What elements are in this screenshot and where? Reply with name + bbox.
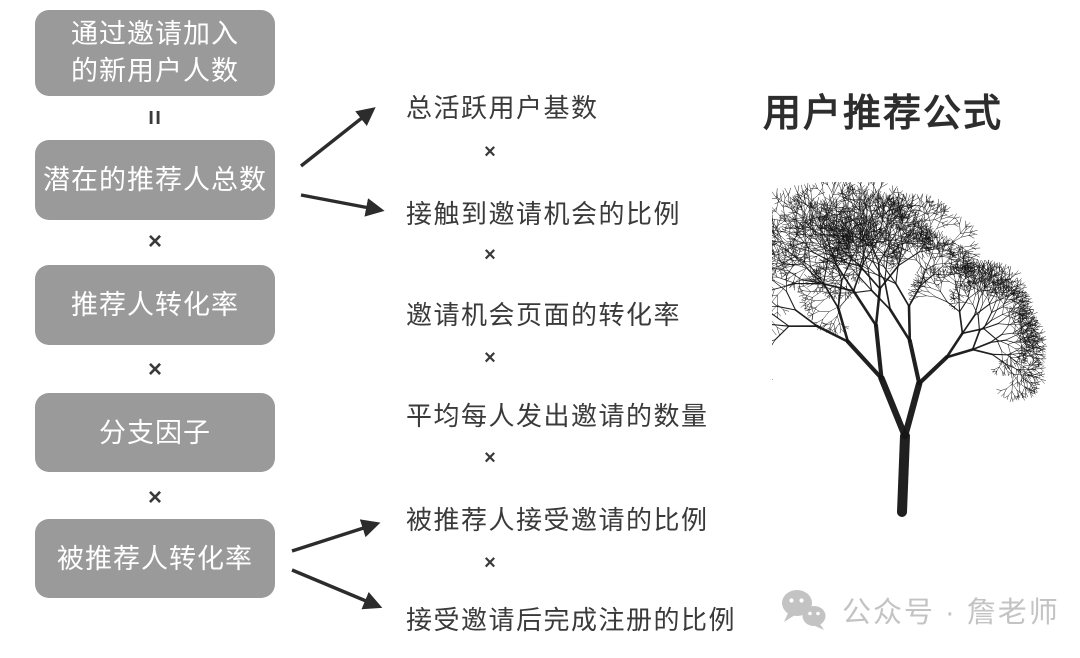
bare-tree-graphic: [772, 182, 1048, 517]
arrow-to-active-user-base: [299, 107, 376, 168]
expansion-item-exposure-ratio: 接触到邀请机会的比例: [406, 199, 682, 229]
multiply-operator: ×: [484, 347, 496, 369]
factor-box-referee-conversion: 被推荐人转化率: [35, 519, 275, 598]
multiply-operator: ×: [484, 552, 496, 574]
multiply-operator: ×: [147, 356, 162, 383]
factor-box-potential-referrers: 潜在的推荐人总数: [35, 140, 275, 220]
watermark-text: 公众号 · 詹老师: [842, 597, 1060, 629]
diagram-title: 用户推荐公式: [763, 93, 1004, 135]
expansion-item-avg-invites-sent: 平均每人发出邀请的数量: [406, 401, 709, 431]
result-box-line1: 通过邀请加入: [71, 19, 239, 49]
multiply-operator: ×: [484, 244, 496, 266]
expansion-item-active-user-base: 总活跃用户基数: [406, 93, 599, 123]
result-box: 通过邀请加入 的新用户人数: [35, 10, 275, 96]
expansion-item-accept-ratio: 被推荐人接受邀请的比例: [406, 505, 709, 535]
factor-box-branch-factor: 分支因子: [35, 393, 275, 472]
arrow-to-signup-complete-ratio: [291, 568, 383, 610]
multiply-operator: ×: [484, 447, 496, 469]
multiply-operator: ×: [147, 228, 162, 255]
equals-operator: =: [140, 109, 171, 126]
result-box-line2: 的新用户人数: [71, 56, 239, 86]
factor-box-referrer-conversion: 推荐人转化率: [35, 265, 275, 345]
multiply-operator: ×: [147, 484, 162, 511]
arrow-to-exposure-ratio: [300, 193, 385, 217]
watermark: 公众号 · 詹老师: [780, 589, 1060, 631]
multiply-operator: ×: [484, 141, 496, 163]
arrow-to-accept-ratio: [291, 519, 381, 553]
expansion-item-signup-complete-ratio: 接受邀请后完成注册的比例: [406, 605, 737, 635]
expansion-item-invite-page-cvr: 邀请机会页面的转化率: [406, 300, 682, 330]
wechat-logo-icon: [782, 590, 826, 630]
